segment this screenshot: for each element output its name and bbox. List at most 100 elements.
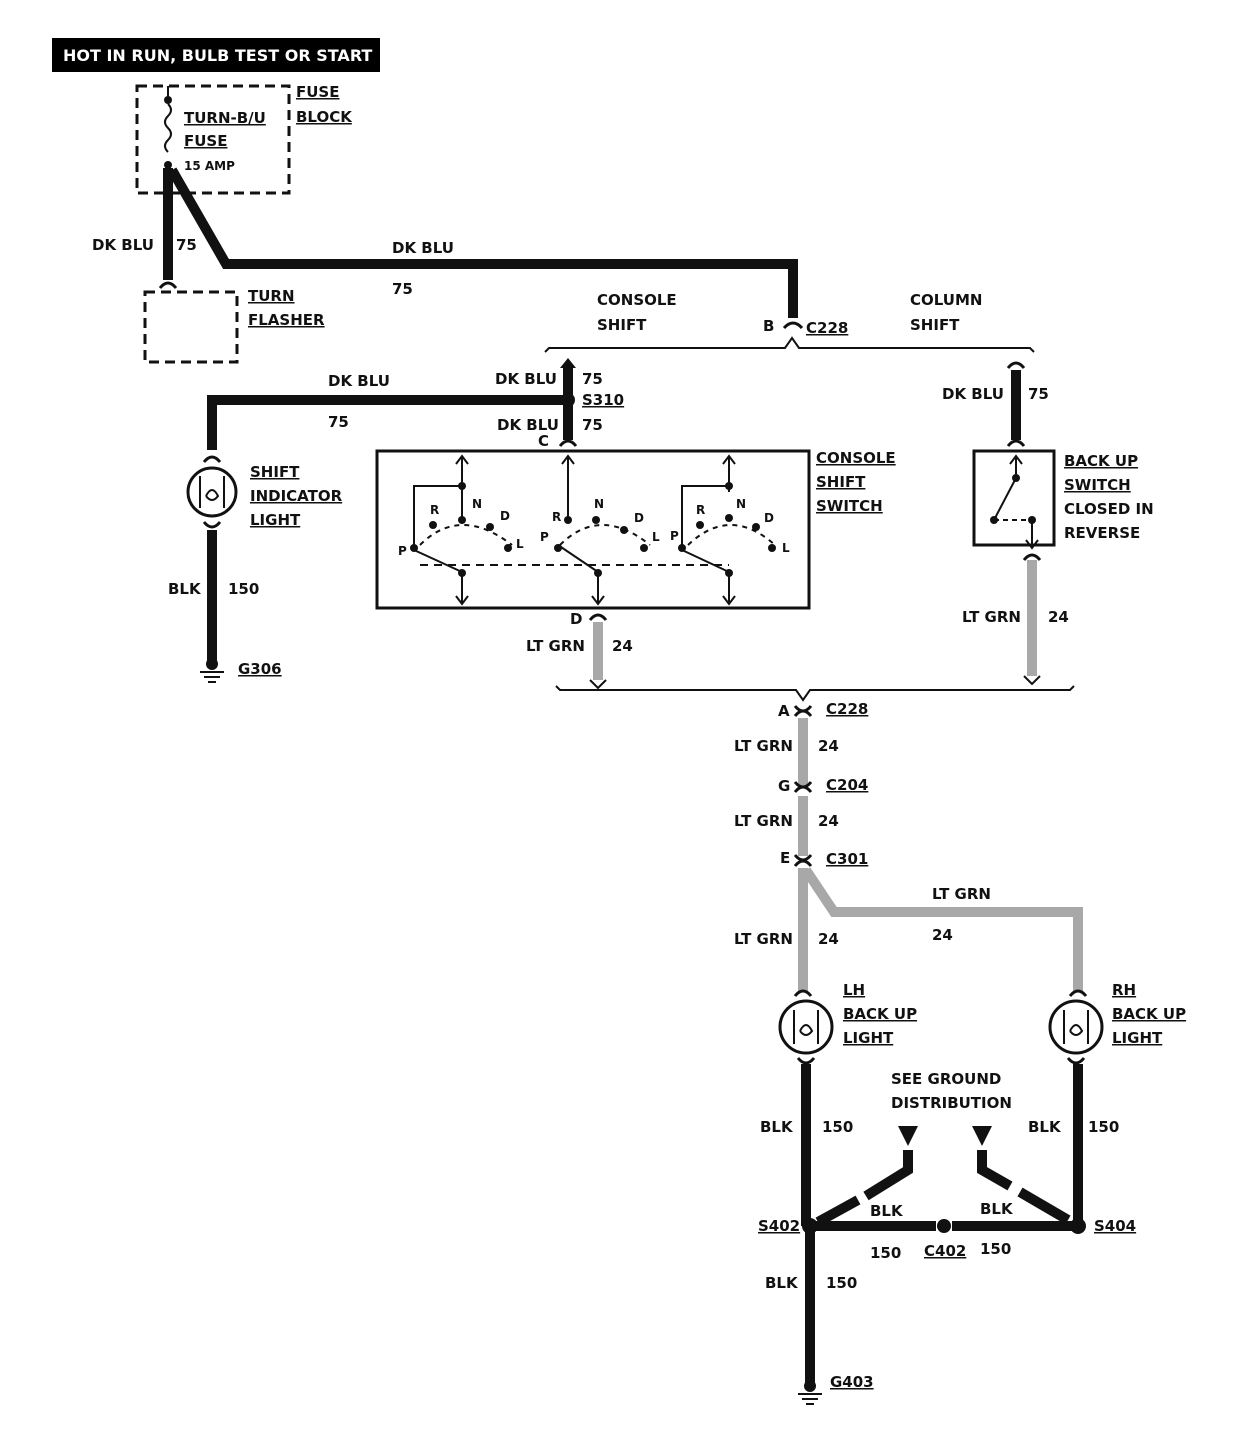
- circuit-24-trunk-2: 24: [818, 812, 839, 830]
- circuit-24-console-d: 24: [612, 637, 633, 655]
- ground-note-1: SEE GROUND: [891, 1070, 1001, 1088]
- wire-label-dkblu-indicator: DK BLU: [328, 372, 390, 390]
- branch-column-2: SHIFT: [910, 316, 960, 334]
- branch-console-2: SHIFT: [597, 316, 647, 334]
- wire-label-ltgrn-lh: LT GRN: [734, 930, 793, 948]
- console-switch-contacts: [410, 482, 776, 577]
- wire-label-blk-lh: BLK: [760, 1118, 794, 1136]
- wire-label-ltgrn-backup: LT GRN: [962, 608, 1021, 626]
- circuit-150-g306: 150: [228, 580, 259, 598]
- wire-label-ltgrn-rh: LT GRN: [932, 885, 991, 903]
- svg-text:L: L: [652, 530, 660, 544]
- circuit-150-s404: 150: [980, 1240, 1011, 1258]
- backup-switch-label-2: SWITCH: [1064, 476, 1131, 494]
- console-switch-position-labels: P R N D L P R N D L P R N D L: [398, 497, 790, 558]
- svg-text:L: L: [782, 541, 790, 555]
- circuit-150-s402: 150: [870, 1244, 901, 1262]
- fuse-block-outline: [135, 84, 291, 195]
- shift-indicator-label-1: SHIFT: [250, 463, 300, 481]
- rh-light-label-3: LIGHT: [1112, 1029, 1163, 1047]
- ground-g403-icon: [798, 1380, 822, 1405]
- ground-ref-right-icon: [972, 1126, 992, 1146]
- svg-text:D: D: [500, 509, 510, 523]
- svg-text:R: R: [430, 503, 439, 517]
- header-text: HOT IN RUN, BULB TEST OR START: [63, 46, 372, 65]
- console-switch-label-2: SHIFT: [816, 473, 866, 491]
- splice-s404-label: S404: [1094, 1217, 1136, 1235]
- ground-g306-icon: [200, 658, 224, 683]
- rh-light-label-1: RH: [1112, 981, 1136, 999]
- wire-label-blk-s402: BLK: [870, 1202, 904, 1220]
- connector-c228-bottom-symbol: [793, 705, 813, 717]
- circuit-150-rh: 150: [1088, 1118, 1119, 1136]
- wire-label-ltgrn-trunk-2: LT GRN: [734, 812, 793, 830]
- circuit-75-backup: 75: [1028, 385, 1049, 403]
- console-switch-label-1: CONSOLE: [816, 449, 896, 467]
- wire-label-blk-g306: BLK: [168, 580, 202, 598]
- shift-indicator-bulb-icon: [186, 466, 238, 518]
- pin-d: D: [570, 610, 582, 628]
- option-bracket-top: [544, 336, 1035, 353]
- connector-c301-symbol: [793, 854, 813, 867]
- console-switch-internals: [413, 454, 776, 606]
- lh-light-label-1: LH: [843, 981, 865, 999]
- circuit-75-flasher: 75: [176, 236, 197, 254]
- turn-flasher-label-1: TURN: [248, 287, 295, 305]
- wire-label-blk-g403: BLK: [765, 1274, 799, 1292]
- shift-indicator-label-2: INDICATOR: [250, 487, 343, 505]
- option-bracket-bottom: [555, 685, 1075, 702]
- wire-label-dkblu-backup: DK BLU: [942, 385, 1004, 403]
- ground-ref-left-icon: [898, 1126, 918, 1146]
- wire-label-dkblu-flasher: DK BLU: [92, 236, 154, 254]
- svg-text:R: R: [552, 510, 561, 524]
- rh-light-label-2: BACK UP: [1112, 1005, 1186, 1023]
- fuse-name-2: FUSE: [184, 132, 227, 150]
- fuse-block-label-2: BLOCK: [296, 108, 353, 126]
- svg-text:P: P: [670, 529, 679, 543]
- svg-text:N: N: [736, 497, 746, 511]
- console-switch-label-3: SWITCH: [816, 497, 883, 515]
- wire-label-blk-s404: BLK: [980, 1200, 1014, 1218]
- connector-c402: C402: [924, 1242, 966, 1260]
- splice-s404-dot: [1070, 1218, 1086, 1234]
- circuit-75-s310-top: 75: [582, 370, 603, 388]
- circuit-75-main: 75: [392, 280, 413, 298]
- backup-switch-contacts: [993, 454, 1039, 550]
- circuit-75-console-c: 75: [582, 416, 603, 434]
- lh-light-label-3: LIGHT: [843, 1029, 894, 1047]
- lh-backup-bulb-icon: [778, 999, 834, 1055]
- wire-label-dkblu-main: DK BLU: [392, 239, 454, 257]
- pin-g: G: [778, 777, 790, 795]
- pin-a: A: [778, 702, 790, 720]
- splice-s310-label: S310: [582, 391, 624, 409]
- pin-b: B: [763, 317, 774, 335]
- wire-label-dkblu-s310-top: DK BLU: [495, 370, 557, 388]
- connector-c204: C204: [826, 776, 868, 794]
- backup-switch-label-3: CLOSED IN: [1064, 500, 1154, 518]
- wire-label-dkblu-console-c: DK BLU: [497, 416, 559, 434]
- circuit-150-g403: 150: [826, 1274, 857, 1292]
- circuit-75-indicator: 75: [328, 413, 349, 431]
- circuit-24-trunk-1: 24: [818, 737, 839, 755]
- fuse-block-label-1: FUSE: [296, 83, 339, 101]
- svg-text:R: R: [696, 503, 705, 517]
- fuse-icon: [164, 86, 172, 169]
- backup-switch-label-4: REVERSE: [1064, 524, 1140, 542]
- fuse-name-1: TURN-B/U: [184, 109, 266, 127]
- wire-label-ltgrn-console-d: LT GRN: [526, 637, 585, 655]
- splice-s402-label: S402: [758, 1217, 800, 1235]
- rh-backup-bulb-icon: [1048, 999, 1104, 1055]
- svg-text:D: D: [764, 511, 774, 525]
- wire-label-blk-rh: BLK: [1028, 1118, 1062, 1136]
- circuit-150-lh: 150: [822, 1118, 853, 1136]
- connector-c228-top: C228: [806, 319, 848, 337]
- branch-column-1: COLUMN: [910, 291, 982, 309]
- ground-g403-label: G403: [830, 1373, 874, 1391]
- branch-console-1: CONSOLE: [597, 291, 677, 309]
- shift-indicator-label-3: LIGHT: [250, 511, 301, 529]
- svg-text:N: N: [472, 497, 482, 511]
- lh-light-label-2: BACK UP: [843, 1005, 917, 1023]
- circuit-24-lh: 24: [818, 930, 839, 948]
- svg-text:L: L: [516, 537, 524, 551]
